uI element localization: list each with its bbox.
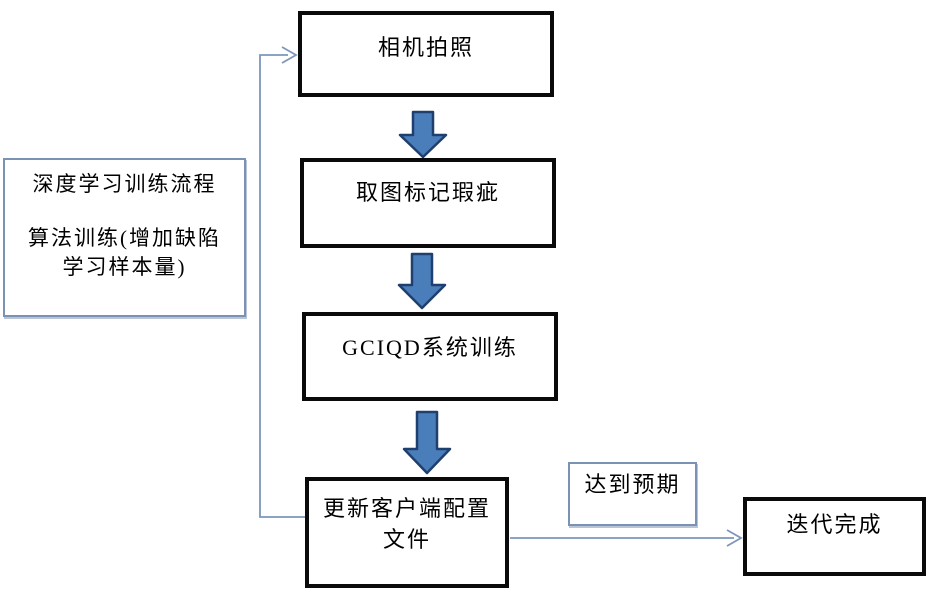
down-block-arrow-icon bbox=[402, 410, 452, 475]
feedback-connector-arrowhead-icon bbox=[281, 46, 298, 64]
flow-node-label: 文件 bbox=[382, 527, 431, 553]
done-connector-arrowhead-icon bbox=[726, 529, 743, 547]
condition-label-text: 达到预期 bbox=[584, 472, 681, 497]
flow-node-label: 相机拍照 bbox=[377, 35, 474, 60]
down-block-arrow-icon bbox=[397, 252, 447, 310]
flow-node-mark-defects: 取图标记瑕疵 bbox=[300, 158, 556, 248]
flow-node-label: 迭代完成 bbox=[786, 512, 883, 537]
flow-node-iteration-done: 迭代完成 bbox=[743, 497, 926, 576]
condition-label-expectation: 达到预期 bbox=[568, 462, 697, 526]
flow-node-camera-capture: 相机拍照 bbox=[298, 11, 554, 97]
annotation-line: 深度学习训练流程 bbox=[32, 172, 217, 196]
flow-node-label: 更新客户端配置 bbox=[322, 496, 491, 521]
flow-node-label: 取图标记瑕疵 bbox=[355, 180, 500, 205]
flow-node-label: GCIQD系统训练 bbox=[342, 335, 518, 360]
feedback-connector-line bbox=[259, 54, 305, 518]
annotation-line: 算法训练(增加缺陷 bbox=[28, 226, 221, 251]
flow-node-system-training: GCIQD系统训练 bbox=[302, 312, 558, 401]
annotation-process-note: 深度学习训练流程 算法训练(增加缺陷 学习样本量) bbox=[3, 158, 246, 317]
annotation-line: 学习样本量) bbox=[62, 254, 187, 279]
annotation-spacer bbox=[5, 198, 244, 224]
flow-node-update-config: 更新客户端配置 文件 bbox=[305, 477, 509, 588]
down-block-arrow-icon bbox=[398, 110, 448, 159]
